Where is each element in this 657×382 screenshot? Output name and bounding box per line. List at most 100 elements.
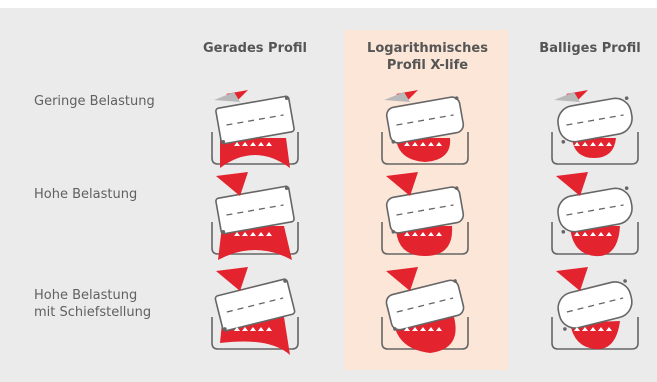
contact-marker — [412, 327, 418, 331]
row-label-geringe-belastung: Geringe Belastung — [34, 94, 155, 109]
roller — [215, 185, 295, 235]
contact-marker — [234, 142, 240, 146]
load-arrow — [556, 172, 588, 196]
roller — [557, 96, 633, 144]
column-header-balliges-profil: Balliges Profil — [539, 41, 641, 56]
stress-distribution — [572, 138, 616, 158]
roller-body — [557, 187, 633, 233]
roller — [385, 96, 465, 144]
contact-marker — [428, 327, 434, 331]
roller-axis-line — [396, 114, 454, 126]
roller-corner-dot — [393, 327, 397, 331]
cell-gerades-schief — [200, 265, 310, 355]
contact-marker — [574, 327, 580, 331]
roller-corner-dot — [283, 279, 287, 283]
roller-corner-dot — [561, 230, 566, 234]
column-header-gerades-profil: Gerades Profil — [202, 41, 308, 56]
contact-marker — [404, 232, 410, 236]
contact-marker — [436, 142, 442, 146]
roller-corner-dot — [454, 186, 459, 190]
stress-illustration — [551, 90, 639, 165]
roller-body — [557, 281, 633, 329]
stress-illustration — [381, 267, 469, 353]
contact-marker — [234, 327, 240, 331]
roller-corner-dot — [391, 230, 396, 234]
roller-body — [214, 278, 296, 332]
roller-corner-dot — [623, 279, 627, 283]
raceway-outline — [381, 132, 469, 165]
load-arrow — [556, 267, 588, 291]
contact-marker — [420, 232, 426, 236]
column-header-logarithmisches-profil: Logarithmisches Profil X-life — [367, 41, 488, 73]
roller-axis-line — [566, 204, 624, 216]
cell-balliges-schief — [540, 265, 650, 355]
contact-marker — [250, 232, 256, 236]
contact-marker — [598, 142, 604, 146]
contact-marker — [598, 327, 604, 331]
contact-marker — [582, 327, 588, 331]
stress-illustration — [551, 172, 639, 257]
roller — [214, 278, 296, 332]
roller-axis-line — [396, 297, 454, 313]
stress-illustration — [551, 267, 639, 350]
stress-illustration — [381, 172, 469, 256]
contact-marker — [606, 232, 612, 236]
roller-corner-dot — [391, 140, 396, 144]
roller — [557, 279, 633, 331]
roller-body — [215, 95, 295, 145]
row-label-hohe-belastung: Hohe Belastung — [34, 187, 138, 202]
load-shadow — [214, 92, 240, 102]
roller-axis-line — [396, 204, 454, 216]
roller-axis-line — [226, 114, 284, 126]
stress-illustration — [211, 90, 299, 168]
roller-axis-line — [226, 204, 284, 216]
contact-marker — [412, 142, 418, 146]
roller — [385, 186, 465, 234]
contact-marker — [258, 327, 264, 331]
contact-marker — [404, 327, 410, 331]
roller-body — [385, 186, 465, 234]
load-arrow — [566, 90, 588, 100]
contact-marker — [242, 232, 248, 236]
raceway-outline — [211, 222, 299, 255]
roller-corner-dot — [453, 279, 457, 283]
contact-marker — [574, 142, 580, 146]
roller-corner-dot — [221, 140, 226, 144]
contact-marker — [258, 232, 264, 236]
contact-marker — [250, 327, 256, 331]
cell-gerades-hohe — [200, 170, 310, 260]
roller-body — [385, 96, 465, 144]
cell-logarithmisch-hohe — [370, 170, 480, 260]
contact-marker — [242, 142, 248, 146]
load-shadow — [554, 92, 580, 102]
cell-gerades-geringe — [200, 80, 310, 170]
cell-balliges-hohe — [540, 170, 650, 260]
stress-distribution — [570, 226, 620, 257]
contact-marker — [436, 327, 442, 331]
load-arrow — [386, 172, 418, 196]
cell-logarithmisch-schief — [370, 265, 480, 355]
contact-marker — [242, 327, 248, 331]
contact-marker — [590, 327, 596, 331]
roller-corner-dot — [561, 140, 566, 144]
contact-marker — [428, 232, 434, 236]
roller — [215, 95, 295, 145]
roller-corner-dot — [624, 186, 629, 190]
contact-marker — [404, 142, 410, 146]
roller — [385, 279, 465, 331]
roller-axis-line — [566, 114, 624, 126]
stress-illustration — [211, 172, 299, 260]
cell-logarithmisch-geringe — [370, 80, 480, 170]
load-arrow — [396, 90, 418, 100]
contact-marker — [266, 142, 272, 146]
roller-corner-dot — [284, 186, 289, 190]
raceway-outline — [551, 132, 639, 165]
roller-axis-line — [566, 297, 624, 313]
roller-corner-dot — [221, 230, 226, 234]
contact-marker — [582, 142, 588, 146]
diagram-panel — [0, 8, 657, 382]
contact-marker — [420, 327, 426, 331]
contact-marker — [590, 142, 596, 146]
stress-distribution — [396, 138, 451, 162]
row-label-hohe-belastung-schiefstellung: Hohe Belastung mit Schiefstellung — [34, 288, 152, 320]
